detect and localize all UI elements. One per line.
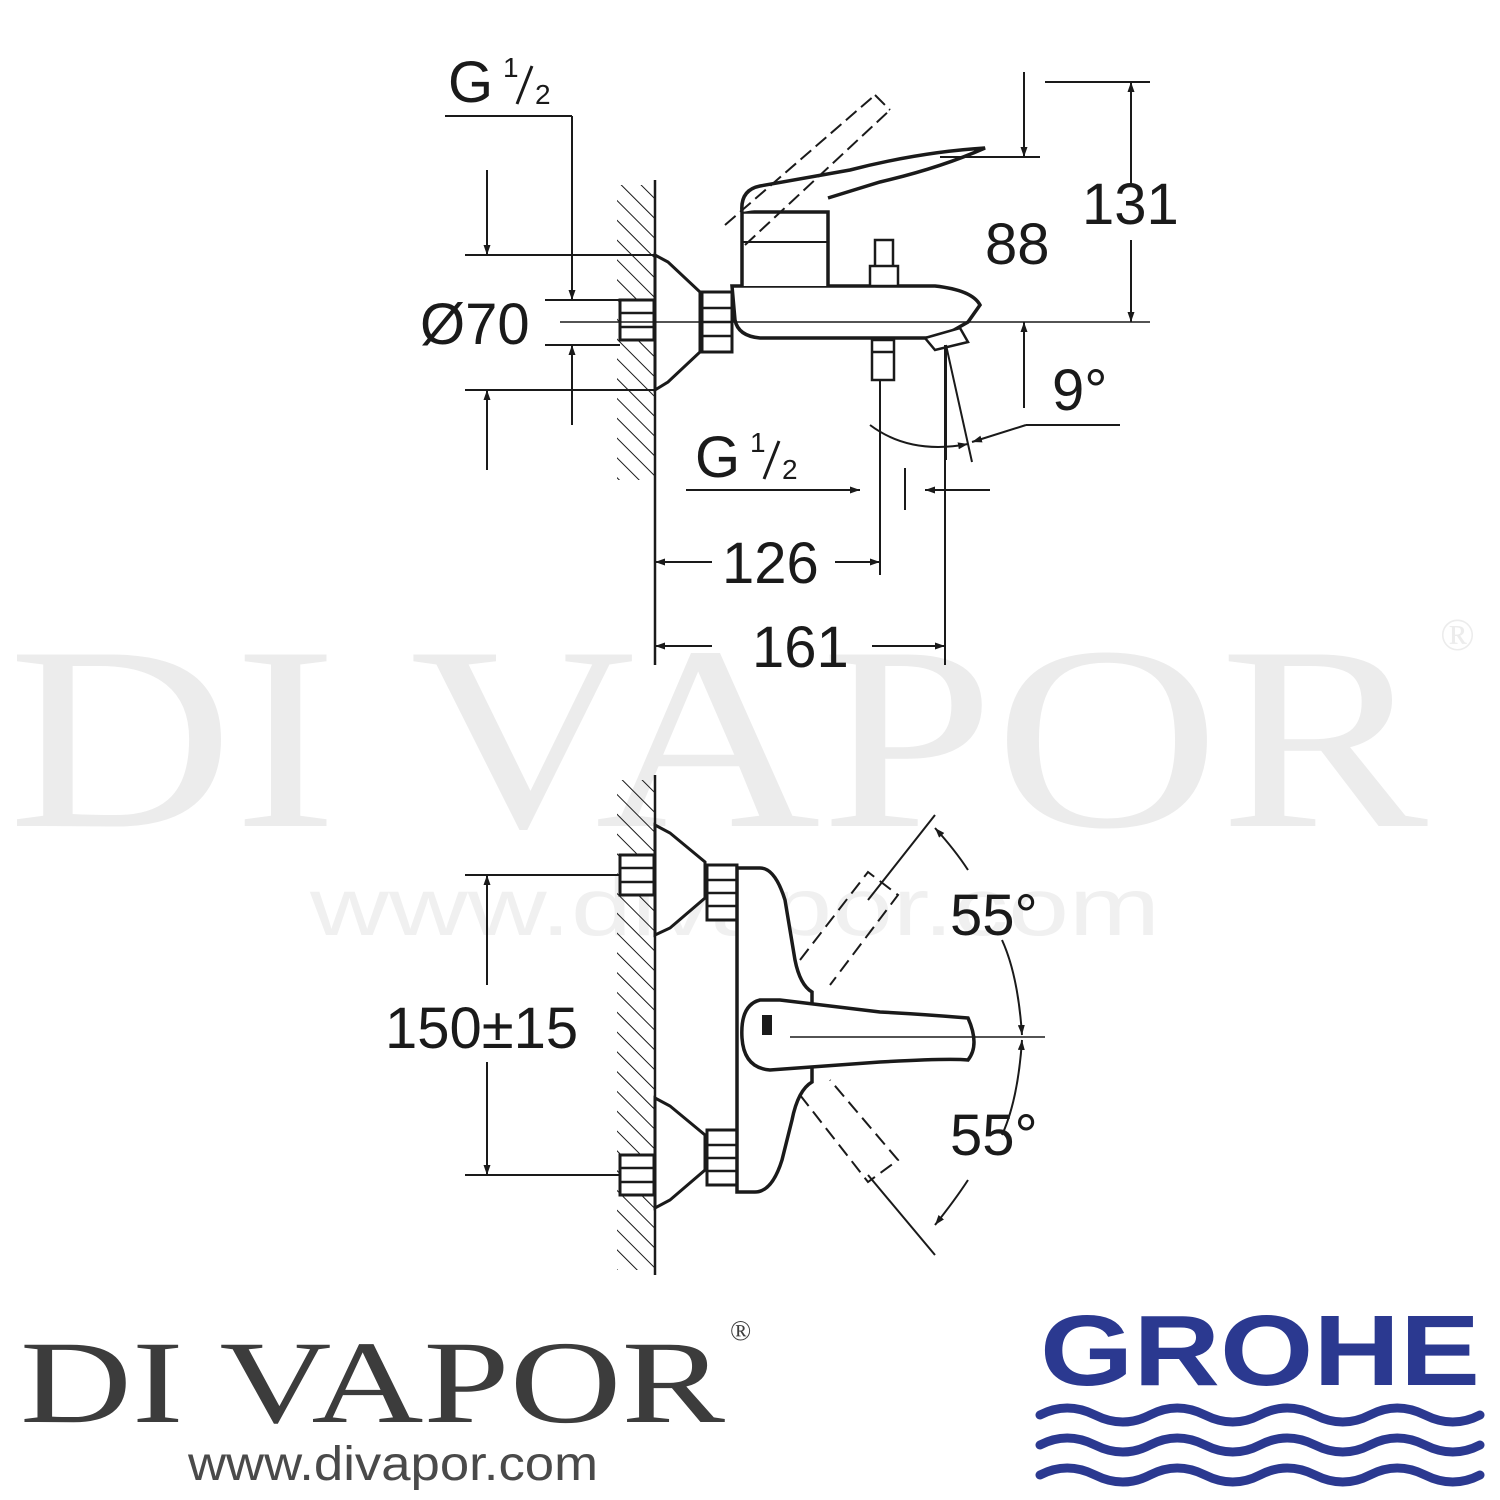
side-view-body <box>730 284 983 340</box>
side-view-wall-nut <box>618 298 656 342</box>
front-view-handle-rotated-down <box>799 1079 900 1184</box>
outlet-thread-label: G <box>695 425 740 490</box>
lever-angle-down-label: 55° <box>950 1103 1038 1168</box>
watermark-registered-mark: ® <box>1440 609 1475 660</box>
divapor-url: www.divapor.com <box>187 1438 598 1491</box>
side-view-aerator <box>922 326 970 352</box>
front-view-upper-wall-nut <box>618 853 656 897</box>
height-spout-label: 88 <box>985 212 1050 277</box>
divapor-logo: DI VAPOR <box>20 1317 725 1448</box>
height-total-label: 131 <box>1082 172 1179 237</box>
grohe-logo: GROHE <box>1035 1295 1485 1487</box>
front-view-upper-flange <box>653 822 707 938</box>
depth-total-label: 161 <box>752 615 849 680</box>
centres-label: 150±15 <box>385 996 578 1061</box>
side-view-hose-outlet <box>870 338 896 382</box>
side-view-labels: G 1 2 Ø70 131 88 9° G 1 2 126 161 <box>420 50 1179 680</box>
divapor-registered-mark: ® <box>730 1316 751 1347</box>
depth-outlet-label: 126 <box>722 531 819 596</box>
front-view-lower-wall-nut <box>618 1153 656 1197</box>
diameter-label: Ø70 <box>420 292 530 357</box>
footer: DI VAPOR ® www.divapor.com GROHE <box>20 1295 1485 1491</box>
side-view-lever <box>740 146 986 213</box>
side-view-lever-raised <box>724 94 891 246</box>
inlet-thread-denominator: 2 <box>535 79 551 110</box>
watermark-brand: DI VAPOR <box>8 593 1430 883</box>
outlet-thread-numerator: 1 <box>750 427 766 458</box>
side-view-diverter-knob <box>868 238 900 288</box>
grohe-waves-icon <box>1035 1403 1485 1487</box>
side-view-dimension-lines <box>445 72 1150 665</box>
front-view-handle <box>740 998 976 1072</box>
lever-angle-up-label: 55° <box>950 883 1038 948</box>
front-view-handle-rotated-up <box>799 870 900 986</box>
watermark: DI VAPOR ® www.divapor.com <box>8 593 1475 953</box>
front-view-labels: 150±15 55° 55° <box>385 883 1038 1168</box>
spout-angle-label: 9° <box>1052 358 1107 423</box>
outlet-thread-denominator: 2 <box>782 454 798 485</box>
inlet-thread-numerator: 1 <box>503 52 519 83</box>
inlet-thread-label: G <box>448 50 493 115</box>
side-view <box>560 94 1150 665</box>
front-view-dimension-lines <box>465 827 1025 1226</box>
front-view-wall <box>617 775 657 1275</box>
front-view-lower-flange <box>653 1095 707 1211</box>
front-view <box>617 775 1045 1275</box>
side-view-cartridge <box>740 210 830 286</box>
grohe-wordmark: GROHE <box>1040 1295 1480 1407</box>
